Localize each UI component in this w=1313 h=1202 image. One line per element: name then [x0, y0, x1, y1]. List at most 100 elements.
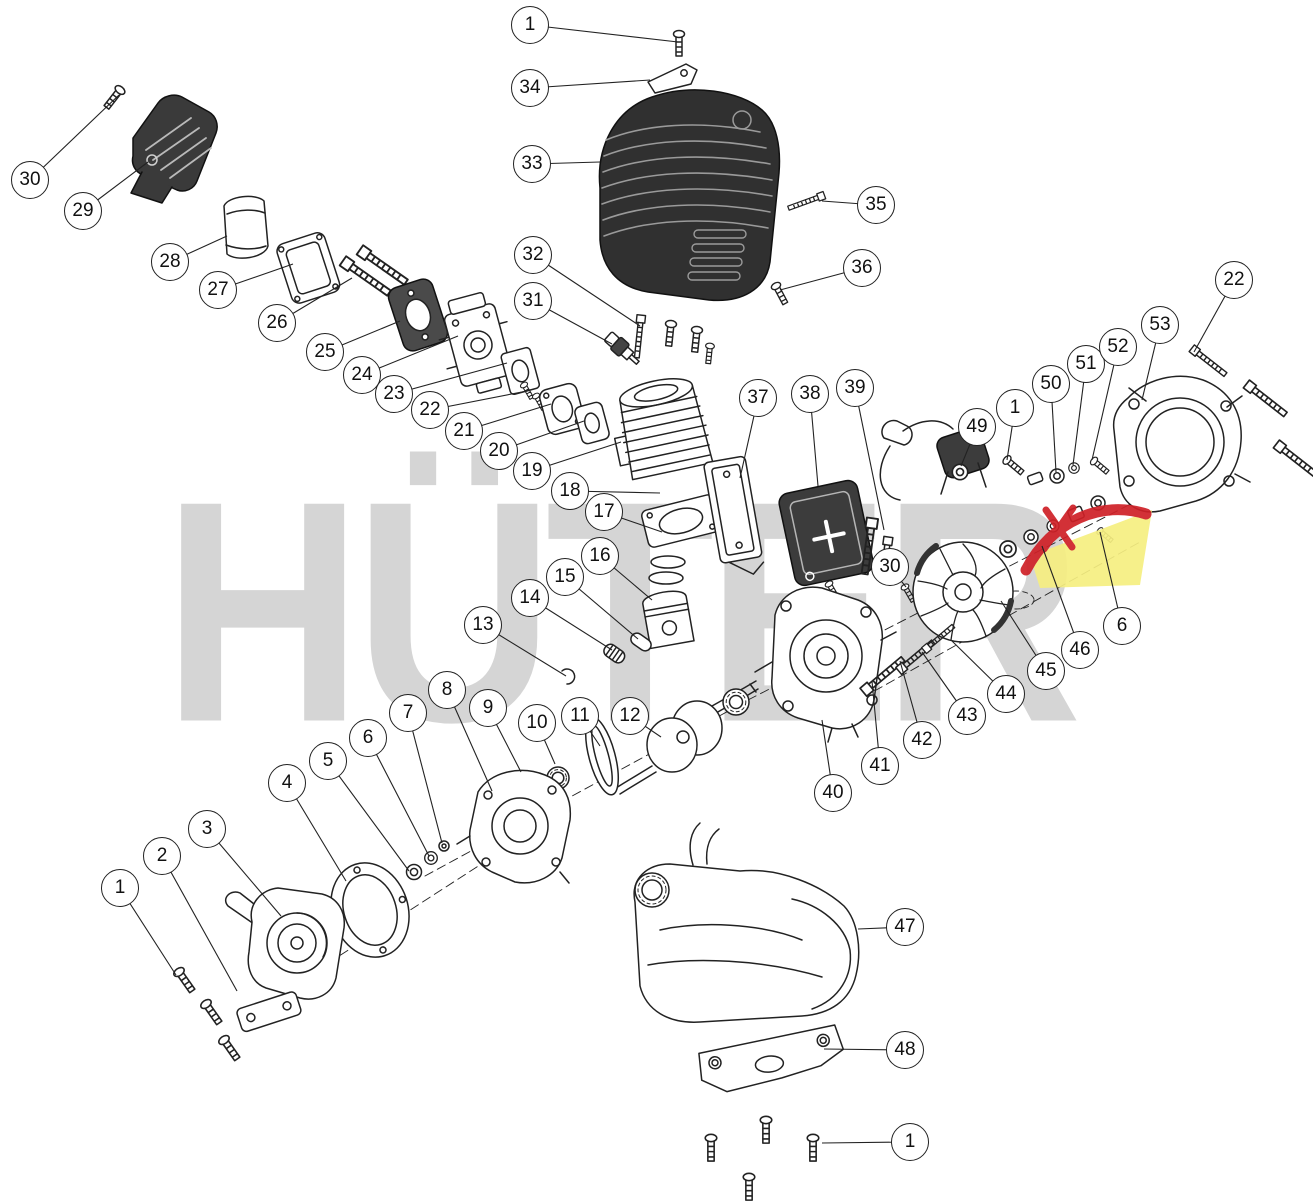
intake-insulator: [387, 278, 449, 352]
callout-2: 2: [143, 837, 181, 875]
leader-line: [286, 782, 347, 882]
callout-21: 21: [445, 412, 483, 450]
callout-33: 33: [513, 145, 551, 183]
fan-housing: [1112, 375, 1251, 513]
leader-line: [529, 79, 651, 89]
callout-41: 41: [861, 747, 899, 785]
callout-43: 43: [948, 697, 986, 735]
spark-plug: [604, 331, 640, 366]
callout-24: 24: [343, 356, 381, 394]
callout-35: 35: [857, 186, 895, 224]
callout-8: 8: [428, 671, 466, 709]
callout-19: 19: [513, 452, 551, 490]
callout-27: 27: [199, 271, 237, 309]
callout-4: 4: [268, 764, 306, 802]
callout-46: 46: [1061, 631, 1099, 669]
oil-seals: [405, 840, 450, 881]
callout-36: 36: [843, 249, 881, 287]
callout-53: 53: [1141, 306, 1179, 344]
callout-5: 5: [309, 742, 347, 780]
recoil-starter: [247, 887, 346, 1000]
carb-gasket: [500, 346, 541, 395]
muffler-plate: [703, 455, 765, 575]
filter-element: [223, 195, 269, 259]
huter-logo-mark: [1020, 504, 1152, 588]
leader-line: [393, 362, 508, 395]
filter-base-plate: [276, 232, 341, 304]
starter-bracket: [236, 991, 302, 1033]
callout-1: 1: [996, 389, 1034, 427]
callout-12: 12: [611, 697, 649, 735]
callout-25: 25: [306, 333, 344, 371]
engine-top-cover: [598, 89, 781, 302]
callout-10: 10: [518, 704, 556, 742]
callout-15: 15: [546, 558, 584, 596]
air-filter-cover: [101, 83, 218, 204]
callout-14: 14: [511, 579, 549, 617]
callout-26: 26: [258, 304, 296, 342]
callout-11: 11: [561, 697, 599, 735]
callout-13: 13: [464, 606, 502, 644]
callout-32: 32: [514, 236, 552, 274]
carburetor: [438, 291, 513, 394]
piston-rings: [648, 555, 686, 585]
leader-line: [206, 828, 282, 917]
callout-22: 22: [1215, 261, 1253, 299]
callout-28: 28: [151, 243, 189, 281]
callout-1: 1: [511, 6, 549, 44]
callout-6: 6: [349, 719, 387, 757]
callout-6: 6: [1103, 607, 1141, 645]
leader-line: [367, 737, 430, 857]
callout-23: 23: [375, 375, 413, 413]
callout-37: 37: [739, 379, 777, 417]
callout-31: 31: [514, 282, 552, 320]
piston: [642, 590, 695, 650]
callout-7: 7: [389, 694, 427, 732]
crankcase-half-right: [754, 586, 897, 743]
callout-9: 9: [469, 689, 507, 727]
callout-16: 16: [581, 537, 619, 575]
callout-50: 50: [1032, 365, 1070, 403]
callout-29: 29: [64, 192, 102, 230]
leader-line: [854, 387, 885, 531]
callout-30: 30: [11, 161, 49, 199]
leader-line: [407, 712, 443, 844]
leader-line: [529, 24, 679, 43]
callout-30: 30: [871, 548, 909, 586]
callout-45: 45: [1027, 652, 1065, 690]
callout-34: 34: [511, 69, 549, 107]
callout-40: 40: [814, 774, 852, 812]
crankcase-half-left: [456, 769, 572, 884]
callout-48: 48: [886, 1031, 924, 1069]
callout-51: 51: [1067, 345, 1105, 383]
crank-bearing: [722, 688, 750, 716]
circlip: [561, 668, 576, 685]
callout-18: 18: [551, 472, 589, 510]
callout-1: 1: [101, 869, 139, 907]
cylinder: [613, 378, 714, 481]
fuel-tank: [633, 822, 860, 1023]
clutch-parts: [951, 453, 1111, 486]
tank-bracket: [698, 1024, 845, 1093]
flywheel: [912, 541, 1014, 643]
callout-20: 20: [480, 432, 518, 470]
callout-1: 1: [891, 1123, 929, 1161]
leader-line: [1091, 346, 1119, 461]
leader-line: [161, 855, 238, 992]
callout-39: 39: [836, 369, 874, 407]
callout-44: 44: [987, 675, 1025, 713]
leader-line: [327, 760, 410, 872]
flange-gasket: [574, 401, 610, 445]
leader-line: [29, 94, 120, 181]
callout-22: 22: [411, 391, 449, 429]
leader-line: [532, 254, 641, 327]
callout-3: 3: [188, 810, 226, 848]
intake-flange: [539, 382, 586, 436]
callout-17: 17: [585, 493, 623, 531]
callout-38: 38: [791, 375, 829, 413]
callout-47: 47: [886, 908, 924, 946]
